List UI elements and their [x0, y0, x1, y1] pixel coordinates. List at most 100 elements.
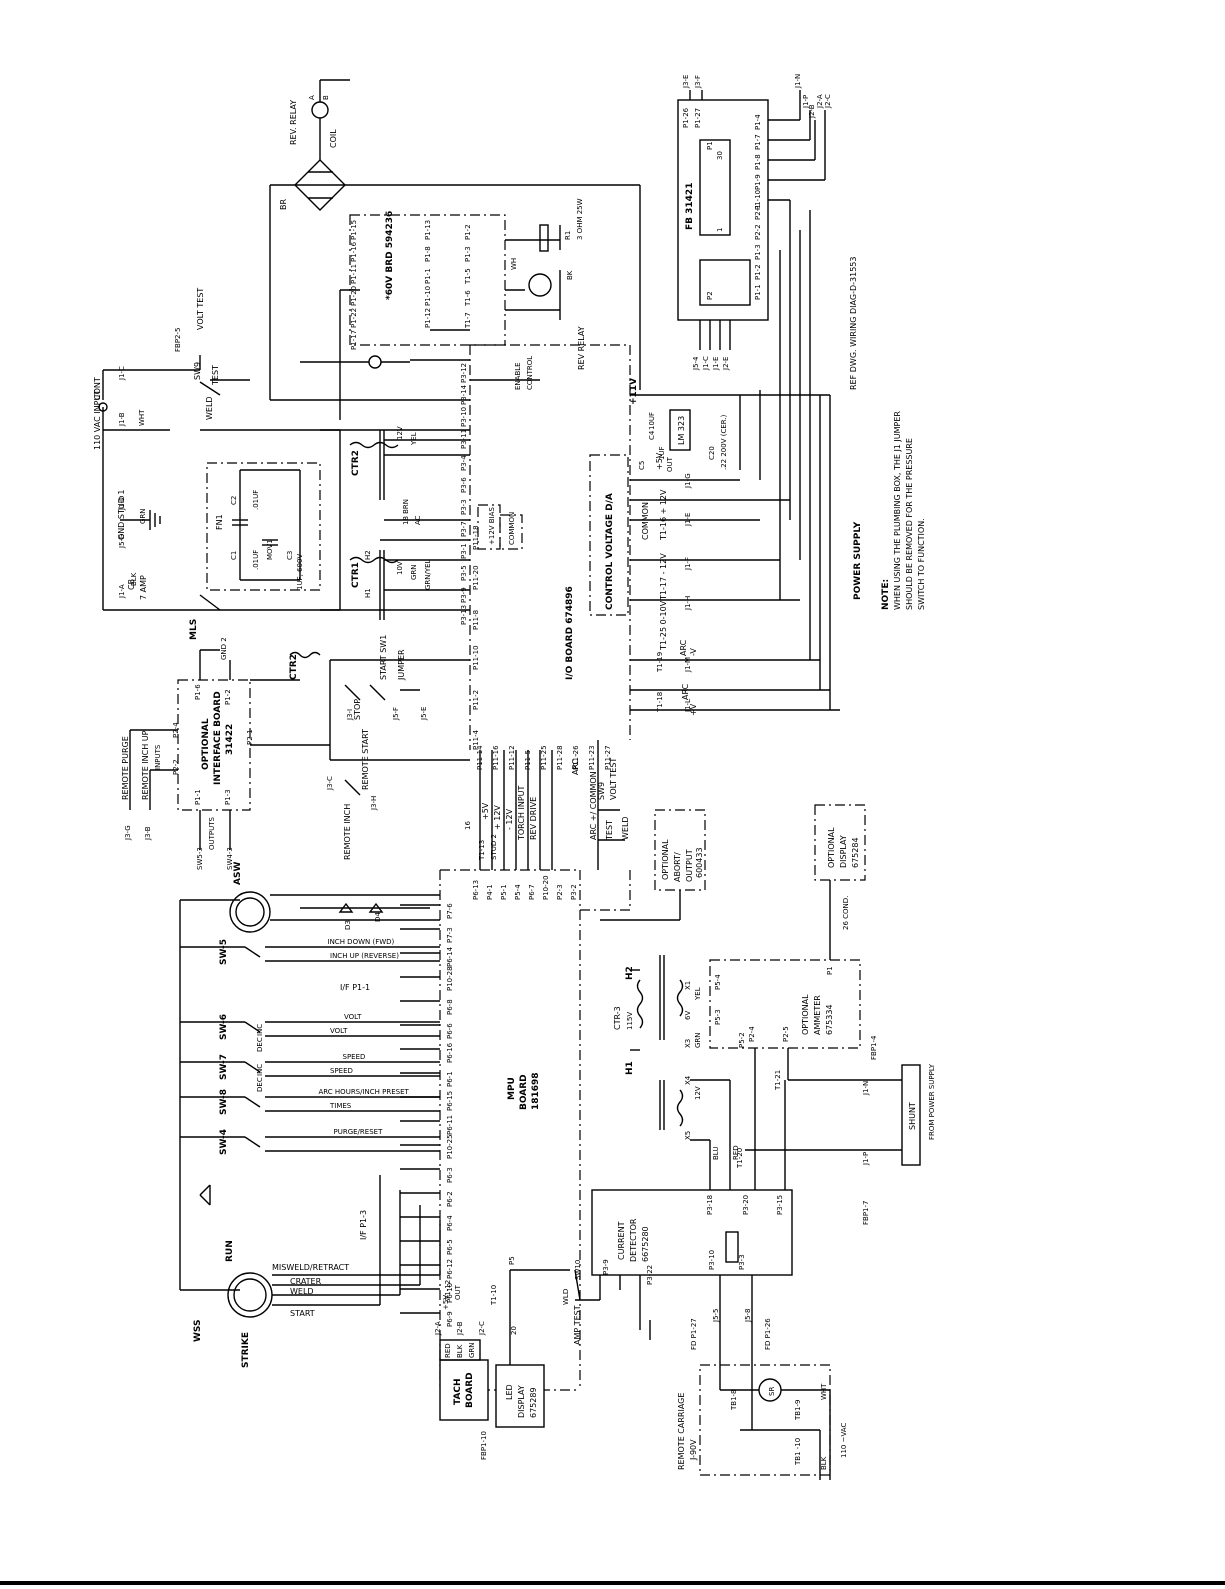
- tach-blk-label: BLK: [456, 1344, 464, 1358]
- gnd2-label: GND 2: [220, 637, 228, 660]
- volt-test-bus-label: VOLT TEST: [609, 758, 618, 800]
- switch-dec-label: DEC: [256, 1077, 264, 1092]
- mov1-label: MOV1: [266, 539, 274, 560]
- mpu-pin-label: P5-1: [500, 884, 508, 900]
- h1-lower-label: H1: [625, 1061, 635, 1075]
- remote-purge-label: REMOTE PURGE: [121, 736, 130, 800]
- led-p5-label: P5: [508, 1256, 516, 1265]
- grn-lower-label: GRN: [694, 1032, 702, 1048]
- mpu-pin-label: P6-10: [446, 1283, 454, 1303]
- tb9-label: TB1-9: [794, 1399, 802, 1421]
- amm-p54-label: P5-4: [714, 974, 722, 990]
- if-j3b-label: J3-B: [144, 826, 152, 841]
- fb-j3e-label: J3-E: [682, 75, 690, 89]
- c4-label: C4: [648, 430, 656, 440]
- display-p1-label: P1: [826, 966, 834, 975]
- switch-line-label: PURGE/RESET: [334, 1128, 384, 1136]
- fn1-label: FN1: [215, 514, 224, 530]
- mpu-pin-label: P6-8: [446, 999, 454, 1015]
- remote-carriage: REMOTE CARRIAGE J-90V SR TB1-8 TB1-9 TB1…: [677, 1309, 848, 1480]
- p318-label: P3-18: [706, 1195, 714, 1215]
- filter-fn1: FN1 C1 C2 C3 .01UF .01UF 1UF, 600V MOV1: [206, 462, 321, 591]
- b594-pin-label: P1-13: [424, 220, 432, 240]
- abort-label-2: ABORT/: [673, 852, 682, 882]
- c1-label: C1: [230, 551, 238, 560]
- interface-board: OPTIONAL INTERFACE BOARD 31422 INPUTS OU…: [121, 649, 330, 870]
- note-line-3: SWITCH TO FUNCTION.: [917, 518, 926, 610]
- led-t110-label: T1-10: [490, 1285, 498, 1306]
- io-common-label: COMMON: [508, 512, 516, 545]
- interface-board-label-3: 31422: [225, 724, 235, 755]
- blk-label: BLK: [130, 572, 138, 586]
- c2-value: .01UF: [252, 490, 260, 510]
- p12v-bus-label: + 12V: [493, 805, 502, 830]
- bk-label: BK: [566, 270, 574, 280]
- io-pin-label: P3-11: [460, 429, 468, 449]
- ctr1-label: CTR1: [351, 562, 361, 588]
- start-sw1-label: START SW1: [379, 635, 388, 680]
- d4-label: D4: [374, 912, 382, 922]
- fb-j5-label: J5-4: [692, 356, 700, 371]
- stop-label: STOP: [353, 699, 362, 720]
- x4-lower-label: X4: [684, 1075, 692, 1085]
- blu-lower-label: BLU: [712, 1147, 720, 1160]
- switch-id-label: SW-4: [219, 1129, 229, 1155]
- mpu-board-label-2: BOARD: [519, 1074, 529, 1110]
- current-detector: P3-18 P3-20 P3-15 CURRENT DETECTOR 66752…: [562, 1080, 793, 1345]
- if-sw5-label: SW5-3: [196, 847, 204, 870]
- if-pin-label: P1-3: [224, 789, 232, 805]
- fb-j2b-label: J2-B: [808, 104, 816, 119]
- ammeter-label: OPTIONAL: [801, 994, 810, 1035]
- carriage-label-2: J-90V: [689, 1439, 698, 1461]
- fb-pin-label: P2-1: [754, 204, 762, 220]
- n16-label: 16: [464, 821, 472, 830]
- ps-common-label: COMMON: [641, 502, 650, 540]
- fbp25-label: FBP2-5: [174, 328, 182, 352]
- r1-label: R1: [564, 231, 572, 240]
- switch-id-label: SW-7: [219, 1054, 229, 1080]
- fb-pin-label: P1-3: [754, 244, 762, 260]
- t120-label: T1-20: [736, 1148, 744, 1169]
- mpu-pin-label: P2-3: [556, 884, 564, 900]
- interface-board-label-2: INTERFACE BOARD: [213, 691, 223, 785]
- b594-pin-label: T1-6: [464, 290, 472, 307]
- if-pin-label: P2-4: [172, 722, 180, 738]
- amm-p24-label: P2-4: [748, 1026, 756, 1042]
- current-detector-label: CURRENT: [617, 1221, 626, 1260]
- tach-out-label: OUT: [454, 1284, 462, 1300]
- fb-j1e-label: J1-E: [712, 357, 720, 371]
- switch-blade: [244, 1061, 261, 1073]
- tach-label: TACH: [453, 1378, 463, 1405]
- shunt-fbp-label: FBP1-7: [862, 1201, 870, 1225]
- switch-line-label: ARC HOURS/INCH PRESET: [319, 1088, 410, 1096]
- plus12-label: T1-16 + 12V: [659, 489, 668, 541]
- j1m-label: J1-M: [684, 657, 692, 673]
- mpu-pin-label: P7-3: [446, 927, 454, 943]
- j1e-label: J1-E: [684, 513, 692, 527]
- io-board: CONTROL VOLTAGE D/A +12V BIAS COMMON I/O…: [460, 344, 631, 770]
- led-fbp-label: FBP1-10: [480, 1431, 488, 1460]
- mpu-pin-label: P6-3: [446, 1167, 454, 1183]
- misweld-label: MISWELD/RETRACT: [272, 1263, 349, 1272]
- mpu-pin-label: P3-2: [570, 884, 578, 900]
- tach-j2c-label: J2-C: [478, 1321, 486, 1336]
- mpu-pin-label: P6-7: [528, 884, 536, 900]
- ammeter-section: OPTIONAL AMMETER 675334 P1 P5-4 P5-3 P5-…: [613, 955, 878, 1190]
- io-pin-label: P3-1: [460, 543, 468, 559]
- v12-lower-label: 12V: [694, 1086, 702, 1100]
- v18-label: 18 BRN: [402, 499, 410, 525]
- note-block: NOTE: WHEN USING THE PLUMBING BOX, THE J…: [881, 411, 926, 610]
- coil-label: COIL: [329, 129, 338, 148]
- p33-label: P3-3: [738, 1254, 746, 1270]
- vplus-label: +V: [689, 703, 698, 716]
- wld-label: WLD: [562, 1289, 570, 1305]
- start-stop-circuit: CTR2 START SW1 STOP JUMPER REMOTE START …: [189, 619, 470, 860]
- tach-red-label: RED: [444, 1343, 452, 1358]
- x3-lower-label: X3: [684, 1039, 692, 1048]
- fb-pin-label: P1-9: [754, 174, 762, 190]
- note-line-1: WHEN USING THE PLUMBING BOX, THE J1 JUMP…: [893, 411, 902, 610]
- tach-label-2: BOARD: [465, 1372, 475, 1408]
- b594-pin-label: P1-1: [424, 268, 432, 284]
- shunt-section: SHUNT FROM POWER SUPPLY J1-N J1-P FBP1-7: [862, 1063, 936, 1225]
- io-pin-label: P3-3: [460, 499, 468, 515]
